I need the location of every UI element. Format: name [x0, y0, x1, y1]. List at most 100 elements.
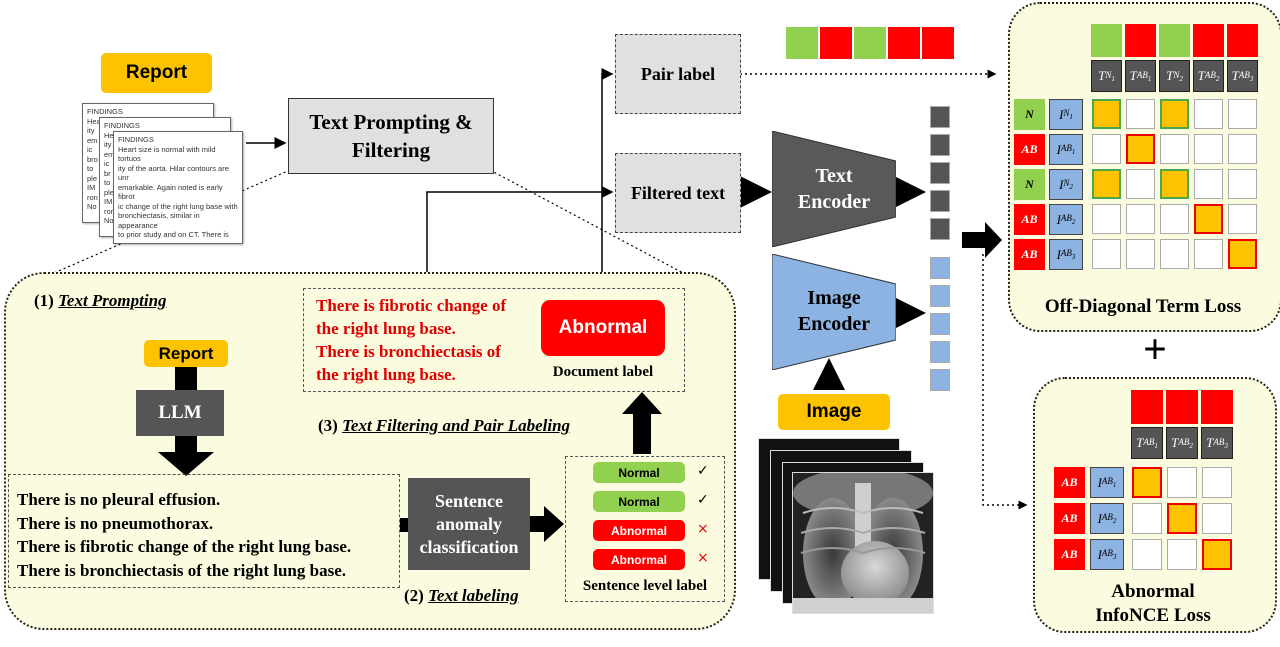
generated-sentence: There is bronchiectasis of the right lun… [17, 560, 346, 580]
image-embedding-cell [930, 257, 950, 279]
matrix1-cell [1228, 204, 1257, 234]
matrix1-cell [1160, 239, 1189, 269]
step2-name: Text labeling [428, 586, 519, 605]
filtered-sentence-line: There is bronchiectasis of [316, 342, 501, 361]
arrow-to-loss [962, 222, 1002, 258]
arrow-embed-to-infonce [982, 254, 1028, 510]
sentence-label-pill: Abnormal [593, 549, 685, 570]
inner-report-tag: Report [144, 340, 228, 367]
math-base: I [1097, 474, 1102, 490]
arrow-doc-label-to-pair [601, 68, 614, 300]
cross-icon: × [697, 521, 709, 537]
text-embedding-vector [930, 106, 952, 242]
math-base: I [1097, 510, 1102, 526]
pair-label-swatch [820, 27, 852, 59]
report-text-line: ic [87, 145, 93, 154]
matrix2-cell [1202, 503, 1232, 534]
check-icon: ✓ [697, 492, 709, 508]
math-sub: AB [1101, 476, 1113, 487]
math-subsub: 1 [1071, 147, 1076, 156]
cross-icon: × [697, 550, 709, 566]
report-text-line: Hea [87, 116, 101, 126]
off-diagonal-title: Off-Diagonal Term Loss [1044, 296, 1242, 317]
math-subsub: 1 [1154, 441, 1158, 450]
math-sub: AB [1204, 69, 1216, 80]
report-text-line: He [104, 130, 114, 140]
matrix2-cell [1167, 467, 1197, 498]
sentence-labels-box [565, 456, 725, 602]
matrix2-cell [1167, 503, 1197, 534]
math-base: T [1231, 68, 1239, 83]
sentence-label-row: Normal ✓ [593, 491, 718, 513]
xray-image-front [792, 472, 934, 614]
math-base: I [1056, 141, 1061, 157]
math-sub: AB [1143, 436, 1155, 447]
zoom-line-left [37, 169, 291, 281]
matrix1-col-color [1227, 24, 1258, 57]
math-sub: N [1063, 108, 1070, 119]
report-text-line: bro [87, 154, 98, 164]
math-subsub: 3 [1112, 552, 1117, 561]
math-base: T [1129, 68, 1137, 83]
matrix1-cell [1092, 99, 1121, 129]
math-base: T [1136, 435, 1144, 450]
report-text-line: bronchiectasis, similar in appearance [118, 211, 200, 230]
step1-title: (1) Text Prompting [34, 291, 167, 311]
image-embedding-cell [930, 369, 950, 391]
pair-label-swatch [786, 27, 818, 59]
math-subsub: 2 [1071, 217, 1076, 226]
document-label-caption: Document label [552, 364, 654, 380]
math-sub: AB [1060, 248, 1072, 259]
report-text-line: Heart size is normal with mild tortuos [118, 144, 216, 164]
matrix2-col-color [1201, 390, 1233, 424]
text-embedding-cell [930, 106, 950, 128]
report-text-line: to [87, 164, 94, 173]
report-text-line: ity of the aorta. Hilar contours are unr [118, 163, 229, 183]
generated-sentences-box: There is no pleural effusion.There is no… [8, 474, 400, 588]
arrow-sentences-to-filtered [426, 186, 614, 292]
pair-label-swatch [888, 27, 920, 59]
infonce-title-line2: InfoNCE Loss [1095, 605, 1211, 626]
filtered-sentence-line: There is fibrotic change of [316, 296, 507, 315]
math-subsub: 2 [1112, 516, 1117, 525]
filtered-sentences: There is fibrotic change of the right lun… [316, 294, 506, 386]
infonce-title-line1: Abnormal [1111, 581, 1195, 602]
image-encoder-shape [772, 254, 896, 370]
math-subsub: 3 [1249, 74, 1254, 83]
filtered-sentence-line: the right lung base. [316, 365, 456, 384]
matrix2-cell [1132, 503, 1162, 534]
matrix1-cell [1092, 134, 1121, 164]
text-encoder-line2: Encoder [797, 191, 871, 213]
step2-title: (2) Text labeling [404, 586, 519, 606]
arrow-labels-up [622, 392, 662, 454]
text-prompting-filtering-line1: Text Prompting & [309, 110, 473, 134]
step3-title: (3) Text Filtering and Pair Labeling [318, 416, 570, 436]
math-sub: AB [1136, 69, 1148, 80]
report-text-line: ity [87, 126, 95, 135]
sentence-label-row: Abnormal × [593, 549, 718, 571]
text-encoder-label: Text Encoder [772, 163, 896, 215]
math-sub: N [1105, 69, 1112, 80]
report-text-line: ron [87, 192, 98, 202]
filtered-sentence-line: the right lung base. [316, 319, 456, 338]
math-base: T [1197, 68, 1205, 83]
math-subsub: 3 [1071, 252, 1076, 261]
step2-number: (2) [404, 586, 424, 605]
math-subsub: 2 [1069, 182, 1073, 191]
math-sub: AB [1101, 512, 1113, 523]
sentence-label-pill: Normal [593, 491, 685, 512]
matrix1-col-color [1193, 24, 1224, 57]
image-embedding-cell [930, 313, 950, 335]
math-sub: AB [1238, 69, 1250, 80]
matrix1-cell [1194, 134, 1223, 164]
math-subsub: 3 [1224, 441, 1228, 450]
report-text-line: ic change of the right lung base with [118, 201, 238, 211]
sentence-label-row: Abnormal× [593, 520, 718, 542]
arrow-sent-cls-a [400, 518, 410, 532]
